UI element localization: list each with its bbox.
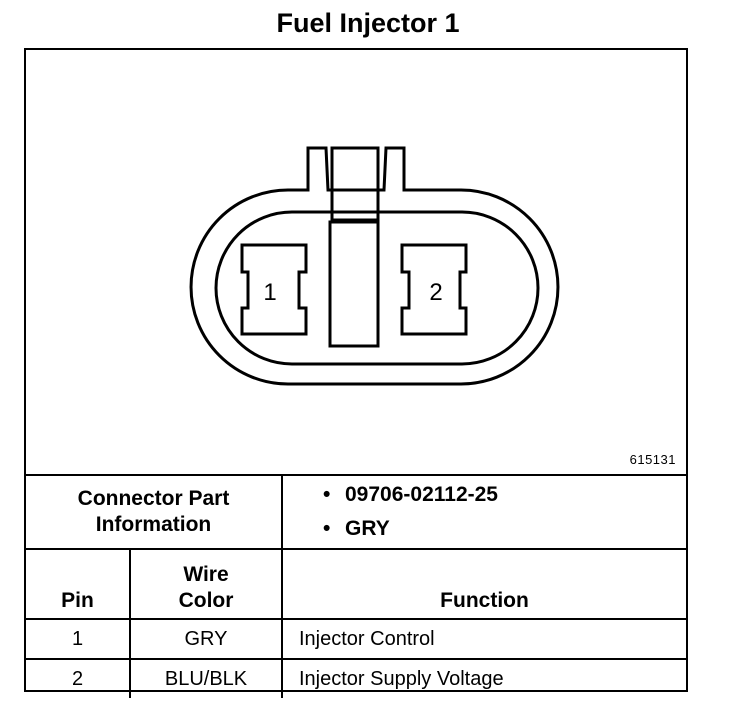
pin-1-cavity <box>240 243 308 336</box>
row-function: Injector Supply Voltage <box>281 658 686 698</box>
connector-frame: 1 2 615131 Connector Part Information •0… <box>24 48 688 698</box>
header-function: Function <box>281 548 686 620</box>
pin-1-label: 1 <box>263 279 276 306</box>
connector-outer-shell <box>189 146 560 386</box>
connector-info-row: Connector Part Information •09706-02112-… <box>26 474 686 550</box>
connector-color: •GRY <box>323 517 390 540</box>
connector-info-values: •09706-02112-25 •GRY <box>281 474 686 550</box>
row-color: GRY <box>129 618 283 660</box>
center-key-slot <box>328 220 380 348</box>
table-row: 1 GRY Injector Control <box>26 618 686 660</box>
row-color: BLU/BLK <box>129 658 283 698</box>
row-pin: 2 <box>26 658 131 698</box>
row-function: Injector Control <box>281 618 686 660</box>
table-header-row: Pin Wire Color Function <box>26 548 686 620</box>
connector-info-label: Connector Part Information <box>26 474 283 550</box>
center-key-upper <box>330 146 380 222</box>
header-wire-color: Wire Color <box>129 548 283 620</box>
figure-id: 615131 <box>629 452 676 467</box>
pinout-table: Connector Part Information •09706-02112-… <box>26 474 686 698</box>
connector-inner-shell <box>214 210 540 366</box>
connector-diagram: 1 2 <box>189 146 560 386</box>
page-title: Fuel Injector 1 <box>276 8 460 38</box>
table-row: 2 BLU/BLK Injector Supply Voltage <box>26 658 686 698</box>
pin-2-cavity <box>400 243 468 336</box>
row-pin: 1 <box>26 618 131 660</box>
pin-2-label: 2 <box>429 279 442 306</box>
header-pin: Pin <box>26 548 131 620</box>
connector-part-number: •09706-02112-25 <box>323 483 498 506</box>
